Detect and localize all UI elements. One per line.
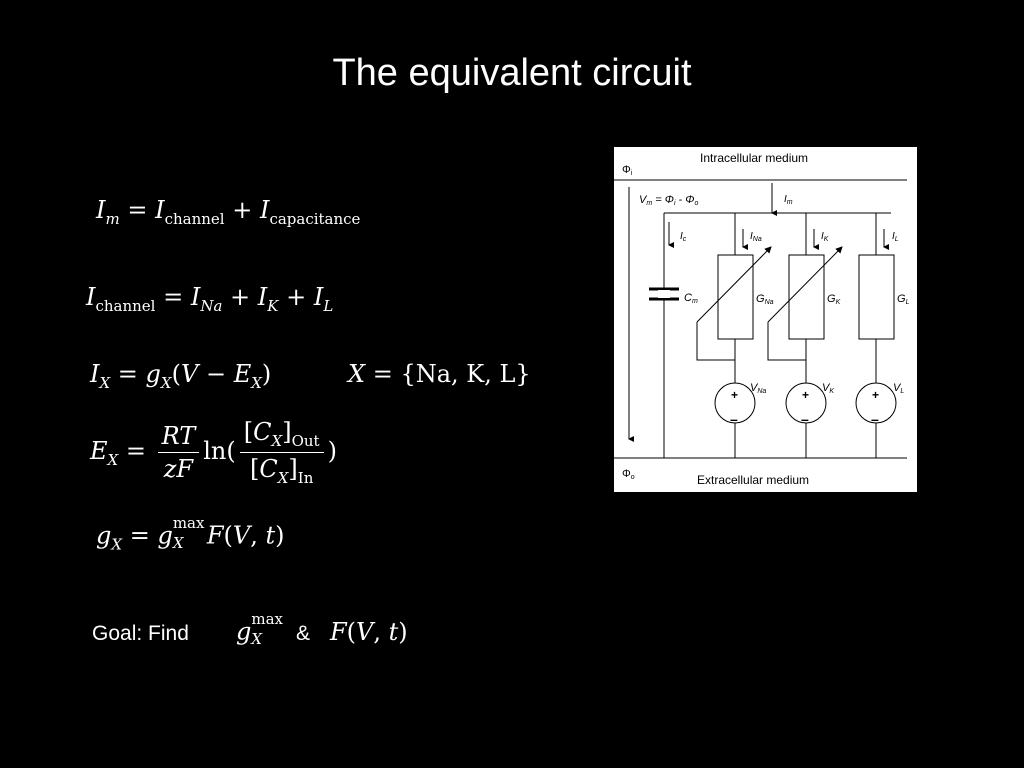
k-resistor bbox=[788, 254, 825, 340]
na-resistor bbox=[717, 254, 754, 340]
equation-ion-set: X = {Na, K, L} bbox=[348, 360, 531, 388]
im-label: Im bbox=[784, 194, 793, 206]
na-battery bbox=[714, 382, 756, 424]
il-label: IL bbox=[892, 231, 899, 243]
svg-text:–: – bbox=[801, 411, 809, 427]
gna-label: GNa bbox=[756, 293, 774, 306]
ina-label: INa bbox=[750, 231, 762, 243]
extracellular-label: Extracellular medium bbox=[697, 473, 809, 487]
slide-title: The equivalent circuit bbox=[332, 52, 692, 94]
svg-text:–: – bbox=[871, 411, 879, 427]
vl-label: VL bbox=[893, 382, 904, 395]
goal-label: Goal: Find bbox=[92, 622, 189, 645]
svg-text:–: – bbox=[730, 411, 738, 427]
equation-membrane-current: Im = Ichannel + Icapacitance bbox=[96, 196, 361, 228]
l-battery bbox=[855, 382, 897, 424]
svg-text:+: + bbox=[731, 388, 738, 402]
goal-ampersand: & bbox=[296, 622, 311, 645]
cm-label: Cm bbox=[684, 292, 698, 305]
equivalent-circuit-diagram: Intracellular medium Extracellular mediu… bbox=[614, 147, 917, 492]
phi-o-label: Φo bbox=[622, 468, 635, 481]
goal-gating-function: F(V, t) bbox=[330, 618, 408, 646]
k-variable-arrow bbox=[767, 246, 843, 323]
vk-label: VK bbox=[822, 382, 834, 395]
circuit-svg: Intracellular medium Extracellular mediu… bbox=[614, 151, 910, 487]
ik-label: IK bbox=[821, 231, 829, 243]
phi-i-label: Φi bbox=[622, 164, 633, 177]
svg-text:+: + bbox=[872, 388, 879, 402]
gl-label: GL bbox=[897, 293, 910, 306]
gk-label: GK bbox=[827, 293, 841, 306]
ic-label: Ic bbox=[680, 231, 687, 243]
vm-label: Vm = Φi - Φo bbox=[639, 194, 698, 207]
k-battery bbox=[785, 382, 827, 424]
l-resistor bbox=[858, 254, 895, 340]
equation-channel-current: Ichannel = INa + IK + IL bbox=[86, 283, 334, 315]
equation-ion-current: IX = gX(V − EX) bbox=[90, 360, 272, 392]
intracellular-label: Intracellular medium bbox=[700, 151, 808, 165]
na-variable-arrow bbox=[696, 246, 772, 323]
vna-label: VNa bbox=[750, 382, 766, 395]
svg-text:+: + bbox=[802, 388, 809, 402]
